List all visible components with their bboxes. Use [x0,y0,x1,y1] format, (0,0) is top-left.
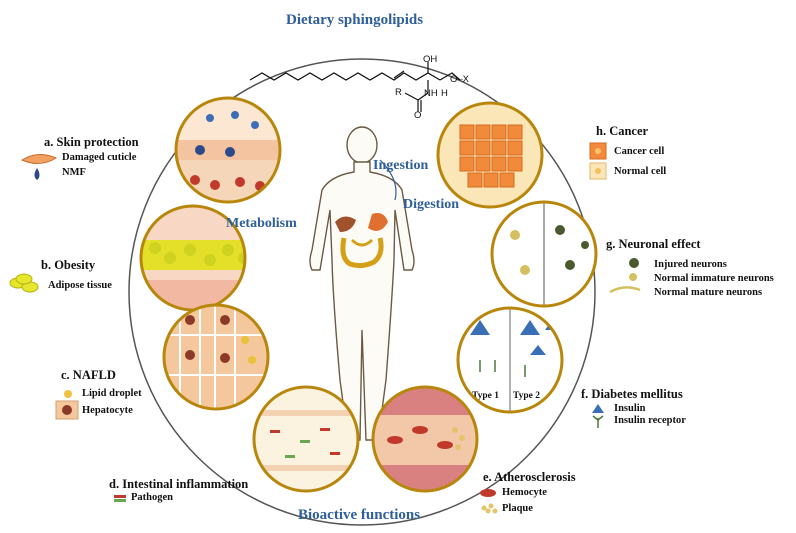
diabetes-circle: Type 1 Type 2 [456,306,564,414]
type2-label: Type 2 [513,391,540,401]
panel-c-title: c. NAFLD [61,368,116,382]
molecule-r: R [395,87,402,98]
molecule-h: H [441,88,448,99]
atherosclerosis-circle [371,385,479,493]
panel-b-item-0: Adipose tissue [48,280,112,291]
panel-f-item-1: Insulin receptor [614,415,686,426]
panel-d-item-0: Pathogen [131,492,173,503]
panel-h-item-1: Normal cell [614,166,667,177]
panel-f-title: f. Diabetes mellitus [581,387,683,401]
legend-normal-cell-icon [589,162,607,180]
molecule-oh: OH [423,54,438,65]
panel-e-title: e. Atherosclerosis [483,470,576,484]
legend-adipose-icon [9,273,39,293]
legend-cancer-cell-icon [589,142,607,160]
human-body-outline [309,126,415,441]
panel-c-item-1: Hepatocyte [82,405,133,416]
diagram-footer: Bioactive functions [298,507,421,523]
legend-plaque-icon [481,503,498,514]
panel-e-item-1: Plaque [502,503,533,514]
panel-h-item-0: Cancer cell [614,146,665,157]
legend-nmf-icon [34,168,40,180]
molecule-ox: O–X [450,74,470,85]
digestion-label: Digestion [403,197,459,212]
legend-immature-neuron-icon [629,273,637,281]
cancer-circle [436,101,544,209]
legend-lipid-droplet-icon [64,390,72,398]
panel-h-title: h. Cancer [596,124,649,138]
metabolism-label: Metabolism [226,216,297,231]
panel-g-title: g. Neuronal effect [606,237,701,251]
outer-ring [128,58,596,526]
panel-g-item-1: Normal immature neurons [654,273,774,284]
molecule-nh: NH [424,88,438,99]
skin-protection-circle [174,96,282,204]
diagram-title: Dietary sphingolipids [286,12,424,28]
molecule-o: O [414,110,422,121]
panel-a-item-0: Damaged cuticle [62,152,137,163]
legend-mature-neuron-icon [609,286,641,294]
legend-hepatocyte-icon [55,400,79,420]
legend-damaged-cuticle-icon [20,154,58,164]
panel-a-title: a. Skin protection [44,135,139,149]
legend-pathogen-icon [114,495,126,502]
panel-c-item-0: Lipid droplet [82,388,142,399]
ingestion-label: Ingestion [373,158,429,173]
panel-b-title: b. Obesity [41,258,96,272]
type1-label: Type 1 [472,391,499,401]
legend-hemocyte-icon [480,489,496,497]
panel-g-item-0: Injured neurons [654,259,727,270]
digestive-organs [335,213,388,269]
intestinal-circle [252,385,360,493]
panel-d-title: d. Intestinal inflammation [109,477,249,491]
panel-a-item-1: NMF [62,167,86,178]
panel-f-item-0: Insulin [614,403,646,414]
panel-g-item-2: Normal mature neurons [654,287,763,298]
nafld-circle [162,303,270,411]
legend-injured-neuron-icon [629,258,639,268]
obesity-circle [139,204,247,312]
sphingolipid-structure [249,62,461,112]
legend-insulin-receptor-icon [592,415,604,428]
neuronal-circle [490,200,598,308]
legend-insulin-icon [592,404,604,413]
panel-e-item-0: Hemocyte [502,487,547,498]
